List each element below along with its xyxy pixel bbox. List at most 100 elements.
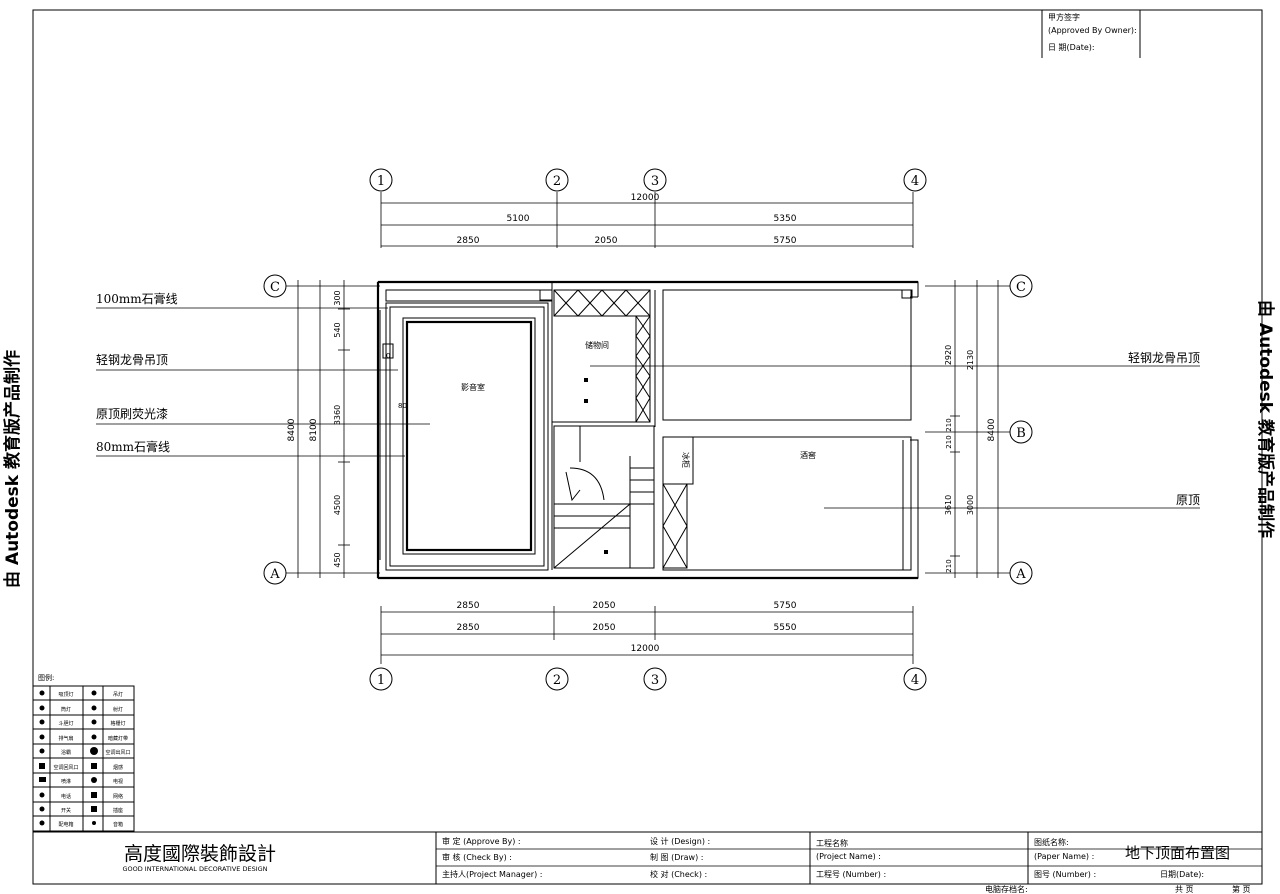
legend-item-9: 浴霸 (61, 749, 71, 756)
watermark-left: 由 Autodesk 教育版产品制作 (2, 350, 23, 588)
axis-top-3: 3 (651, 174, 659, 189)
project-label: 工程名称 (816, 838, 848, 848)
legend-item-18: 插座 (113, 807, 123, 814)
callout-fluorescent: 原顶刷荧光漆 (96, 407, 168, 421)
axis-top-1: 1 (377, 174, 385, 189)
axis-top-4: 4 (911, 174, 919, 189)
callout-gypsum-100: 100mm石膏线 (96, 291, 178, 306)
legend-item-4: 射灯 (113, 706, 123, 713)
approval-block: 甲方签字 (Approved By Owner): 日 期(Date): (1041, 10, 1141, 58)
dim-right-seg-3: 210 (945, 418, 953, 431)
legend-item-14: 电视 (113, 778, 123, 785)
legend-item-10: 空调出风口 (105, 749, 130, 756)
legend-item-17: 开关 (61, 807, 71, 814)
paper-title: 地下顶面布置图 (1125, 844, 1230, 862)
dim-top-low-1: 2850 (457, 236, 480, 246)
pm-label: 主持人(Project Manager) : (442, 869, 542, 879)
room-wine: 酒窖 (800, 450, 816, 460)
callout-gypsum-80: 80mm石膏线 (96, 439, 170, 454)
inner-mark-80: 80 (398, 402, 407, 410)
legend-item-3: 筒灯 (61, 706, 71, 713)
dim-left-seg-2: 540 (333, 322, 342, 337)
dim-right-seg-7: 210 (945, 559, 953, 572)
axis-right-c: C (1016, 280, 1026, 295)
floor-plan (376, 280, 919, 580)
axis-bottom-1: 1 (377, 673, 385, 688)
dim-left-seg-4: 4500 (333, 495, 342, 515)
top-dimensions: 12000 5100 5350 2850 2050 5750 (380, 192, 914, 248)
legend-item-5: 斗胆灯 (58, 720, 73, 727)
owner-sign-label: 甲方签字 (1048, 12, 1080, 22)
dim-bottom-total: 12000 (631, 644, 660, 654)
legend-item-6: 格栅灯 (110, 720, 125, 727)
approval-date: 日 期(Date): (1048, 43, 1095, 52)
design-label: 设 计 (Design) : (650, 836, 710, 846)
dim-left-seg-5: 450 (333, 552, 342, 567)
axis-bottom-3: 3 (651, 673, 659, 688)
axis-bottom-4: 4 (911, 673, 919, 688)
axis-bubbles-top: 1 2 3 4 (369, 168, 927, 192)
project-no-label: 工程号 (Number) : (816, 870, 886, 879)
dim-right-seg-6: 3000 (966, 495, 975, 515)
dim-top-total: 12000 (631, 193, 660, 203)
legend-item-8: 暗藏灯带 (108, 735, 128, 742)
approve-label: 审 定 (Approve By) : (442, 836, 521, 846)
dim-top-low-3: 5750 (774, 236, 797, 246)
date-label: 日期(Date): (1160, 870, 1204, 879)
legend-item-19: 配电箱 (58, 821, 73, 828)
archive-name-label: 电脑存档名: (985, 884, 1028, 894)
dim-top-low-2: 2050 (595, 236, 618, 246)
pages-current-label: 第 页 (1232, 884, 1251, 894)
dim-left-seg-1: 300 (333, 290, 342, 305)
legend-item-7: 排气扇 (58, 735, 73, 742)
left-dimensions: C A 8400 8100 300 540 3360 4500 450 (263, 274, 380, 585)
pages-total-label: 共 页 (1175, 885, 1194, 894)
axis-bubbles-bottom: 1 2 3 4 (369, 667, 927, 691)
dim-left-inner: 8100 (309, 418, 319, 441)
dim-right-seg-4: 210 (945, 435, 953, 448)
company-name-en: GOOD INTERNATIONAL DECORATIVE DESIGN (122, 865, 267, 873)
dim-bottom-r1-2: 2050 (593, 601, 616, 611)
bottom-dimensions: 2850 2050 5750 2850 2050 5550 12000 (380, 601, 914, 664)
watermark-right: 由 Autodesk 教育版产品制作 (1255, 300, 1276, 538)
paper-no-label: 图号 (Number) : (1034, 870, 1096, 879)
axis-top-2: 2 (553, 174, 561, 189)
callout-original-ceiling: 原顶 (1176, 493, 1200, 507)
legend-item-13: 喷淋 (61, 778, 71, 785)
callout-keel-ceiling-right: 轻钢龙骨吊顶 (1128, 351, 1200, 365)
title-block: 高度國際裝飾設計 GOOD INTERNATIONAL DECORATIVE D… (33, 831, 1262, 894)
legend-item-2: 吊灯 (113, 691, 123, 698)
legend-title: 图例: (38, 673, 54, 682)
draw-label: 制 图 (Draw) : (650, 852, 703, 862)
callout-keel-ceiling-left: 轻钢龙骨吊顶 (96, 353, 168, 367)
dim-right-seg-2: 2130 (966, 350, 975, 370)
axis-left-c: C (270, 280, 280, 295)
dim-bottom-r2-2: 2050 (593, 623, 616, 633)
axis-bottom-2: 2 (553, 673, 561, 688)
dim-right-outer: 8400 (987, 418, 997, 441)
dim-bottom-r2-1: 2850 (457, 623, 480, 633)
legend-item-16: 网络 (113, 793, 123, 800)
axis-left-a: A (269, 567, 280, 582)
sheet-border (32, 9, 1263, 885)
company-name: 高度國際裝飾設計 (124, 843, 276, 865)
legend-item-15: 电话 (61, 793, 71, 800)
axis-right-b: B (1016, 426, 1026, 441)
dim-top-mid-2: 5350 (774, 214, 797, 224)
dim-left-seg-3: 3360 (333, 405, 342, 425)
project-name-label: (Project Name) : (816, 852, 881, 861)
legend-item-1: 吸顶灯 (58, 691, 73, 698)
paper-name-label: (Paper Name) : (1034, 852, 1094, 861)
legend-item-12: 烟感 (113, 764, 123, 771)
legend: 图例: 吸顶灯 吊灯 筒灯 射灯 斗胆灯 格栅灯 排气 (32, 673, 135, 832)
dim-left-outer: 8400 (287, 418, 297, 441)
right-dimensions: C B A 2920 2130 210 210 3610 3000 210 84… (925, 274, 1033, 585)
dim-right-seg-1: 2920 (944, 345, 953, 365)
approved-by-owner: (Approved By Owner): (1048, 26, 1137, 35)
dim-top-mid-1: 5100 (507, 214, 530, 224)
paper-label: 图纸名称: (1034, 837, 1069, 847)
axis-right-a: A (1015, 567, 1026, 582)
legend-item-20: 音箱 (113, 821, 123, 828)
dim-bottom-r1-1: 2850 (457, 601, 480, 611)
